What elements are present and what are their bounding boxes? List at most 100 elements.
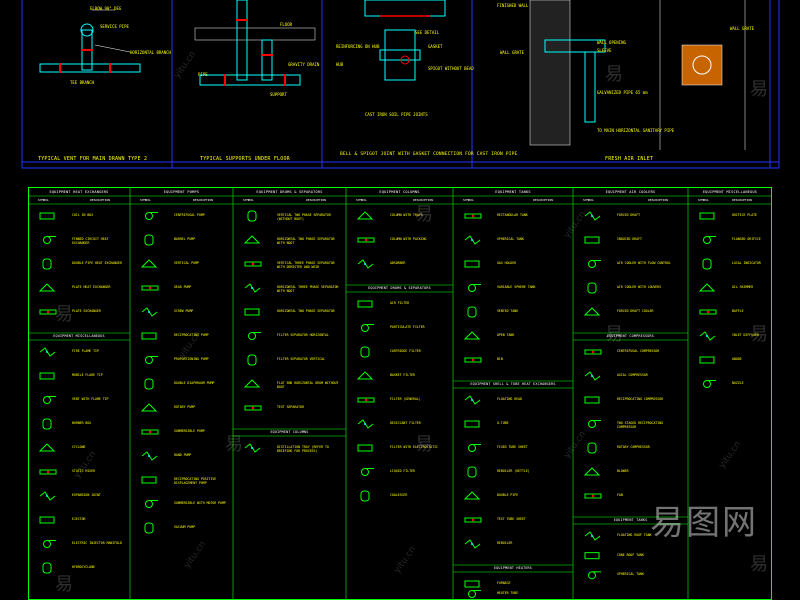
legend-subheader-label: SYMBOL (583, 198, 594, 202)
legend-row-description: BASKET FILTER (390, 373, 415, 377)
legend-row-description: FIRE FLAME TIP (72, 349, 99, 353)
legend-row-description: FLAT END HORIZONTAL DRUM WITHOUT BOOT (277, 381, 339, 389)
equipment-symbol-icon (39, 516, 55, 524)
legend-row-description: PROPORTIONING PUMP (174, 357, 209, 361)
label-sleeve: SLEEVE (597, 48, 612, 53)
legend-row-description: COLUMN WITH PACKING (390, 237, 427, 241)
equipment-symbol-icon (141, 307, 158, 317)
equipment-symbol-icon (357, 397, 375, 403)
label-wall-grate-left: WALL GRATE (500, 50, 525, 55)
legend-subheader: SYMBOL DESCRIPTION (583, 198, 668, 202)
panel-caption-bell-spigot: BELL & SPIGOT JOINT WITH GASKET CONNECTI… (340, 152, 518, 157)
equipment-symbol-icon (144, 522, 154, 534)
legend-subheader-label: DESCRIPTION (90, 198, 110, 202)
equipment-symbol-icon (141, 451, 158, 461)
legend-row-description: PARTICULATE FILTER (390, 325, 425, 329)
watermark-glyph: 易 (750, 79, 768, 100)
equipment-symbol-icon (357, 259, 374, 269)
legend-column-title: EQUIPMENT PUMPS (163, 190, 200, 194)
equipment-symbol-icon (698, 283, 716, 292)
legend-row-description: FILTER WITH ELECTROSTATIC (390, 445, 438, 449)
equipment-symbol-icon (39, 372, 55, 380)
equipment-symbol-icon (141, 332, 157, 340)
legend-row-description: SCREW PUMP (174, 309, 194, 313)
label-soil-pipe-joints: CAST IRON SOIL PIPE JOINTS (365, 112, 428, 117)
legend-row-description: DOUBLE PIPE HEAT EXCHANGER (72, 261, 122, 265)
equipment-symbol-icon (468, 590, 481, 598)
equipment-symbol-icon (587, 282, 597, 294)
equipment-symbol-icon (584, 211, 601, 221)
legend-subheader-label: DESCRIPTION (533, 198, 553, 202)
legend-row-description: CONE ROOF TANK (617, 552, 644, 557)
legend-row-description: RECIPROCATING COMPRESSOR (617, 397, 664, 401)
legend-row-description: AXIAL COMPRESSOR (617, 373, 648, 377)
legend-row-description: FILTER SEPARATOR HORIZONTAL (277, 333, 329, 337)
legend-row-description: TWO STAGED RECIPROCATING COMPRESSOR (617, 421, 664, 429)
equipment-symbol-icon (244, 261, 262, 267)
equipment-symbol-icon (42, 418, 52, 430)
equipment-symbol-icon (703, 380, 716, 388)
legend-row-description: INDUCED DRAFT (617, 237, 642, 241)
legend-row-description: FLOATING HEAD (497, 397, 522, 401)
equipment-symbol-icon (360, 490, 370, 502)
legend-row-description: BLOWER (617, 469, 629, 473)
legend-subheader-label: DESCRIPTION (648, 198, 668, 202)
legend-row-description: REBOILER (497, 541, 513, 545)
legend-row-description: BIN (497, 357, 503, 361)
equipment-symbol-icon (464, 213, 482, 219)
legend-row-description: BARREL PUMP (174, 237, 196, 241)
equipment-symbol-icon (243, 379, 261, 388)
equipment-symbol-icon (361, 324, 374, 332)
legend-row-description: FILTER SEPARATOR VERTICAL (277, 357, 325, 361)
legend-row-description: LOCAL INDICATOR (732, 261, 761, 265)
equipment-symbol-icon (43, 540, 56, 548)
equipment-symbol-icon (141, 429, 159, 435)
legend-subheader-label: SYMBOL (356, 198, 367, 202)
legend-row-description: AIR COOLER WITH LOUVERS (617, 285, 662, 289)
legend-row-description: SUBMERSIBLE PUMP (174, 429, 205, 433)
equipment-symbol-icon (39, 309, 57, 315)
panel-caption-vent: TYPICAL VENT FOR MAIN DRAWN TYPE 2 (38, 156, 148, 162)
watermark-glyph: 易 (750, 324, 768, 345)
equipment-symbol-icon (464, 580, 480, 588)
watermark-glyph: 易 (55, 574, 73, 595)
legend-row-description: FLOATING ROOF TANK (617, 533, 652, 537)
legend-row-description: DISTILLATION TRAY (REFER TO BRIEFING FOR… (277, 445, 329, 453)
watermark-glyph: 易 (55, 304, 73, 325)
equipment-symbol-icon (39, 212, 55, 220)
equipment-symbol-icon (42, 562, 52, 574)
legend-row-description: PLATE HEAT EXCHANGER (72, 285, 111, 289)
legend-row-description: HORIZONTAL TWO PHASE SEPARATOR WITH BOOT (277, 237, 335, 245)
equipment-symbol-icon (357, 444, 373, 452)
watermark-glyph: 易 (415, 204, 433, 225)
equipment-symbol-icon (587, 442, 597, 454)
label-floor: FLOOR (280, 22, 293, 27)
equipment-symbol-icon (464, 260, 480, 268)
legend-section-title: EQUIPMENT SHELL & TUBE HEAT EXCHANGERS (470, 382, 556, 386)
equipment-symbol-icon (140, 403, 158, 412)
label-tee-branch: TEE BRANCH (70, 80, 95, 85)
label-pipe: PIPE (198, 72, 208, 77)
legend-row-description: TEST TUBE SHEET (497, 517, 526, 521)
legend-row-description: BURNER BOX (72, 421, 92, 425)
equipment-symbol-icon (42, 258, 52, 270)
legend-row-description: RECIPROCATING PUMP (174, 333, 209, 337)
legend-row-description: VENT WITH FLAME TIP (72, 397, 109, 401)
equipment-symbol-icon (243, 235, 261, 244)
legend-row-description: FURNACE (497, 581, 511, 585)
legend-row-description: OIL SKIMMER (732, 285, 754, 289)
label-finished-wall: FINISHED WALL (497, 3, 529, 8)
label-elbow: ELBOW 90° DEG (90, 6, 122, 11)
label-gravity-drain: GRAVITY DRAIN (288, 62, 320, 67)
label-wall-opening: WALL OPENING (597, 40, 626, 45)
legend-row-description: AIR FILTER (390, 301, 410, 305)
legend-subheader-label: DESCRIPTION (732, 198, 752, 202)
equipment-symbol-icon (703, 236, 716, 244)
equipment-symbol-icon (140, 259, 158, 268)
legend-row-description: U-TUBE (497, 421, 509, 425)
watermark-glyph: 易 (750, 554, 768, 575)
equipment-symbol-icon (588, 571, 601, 580)
